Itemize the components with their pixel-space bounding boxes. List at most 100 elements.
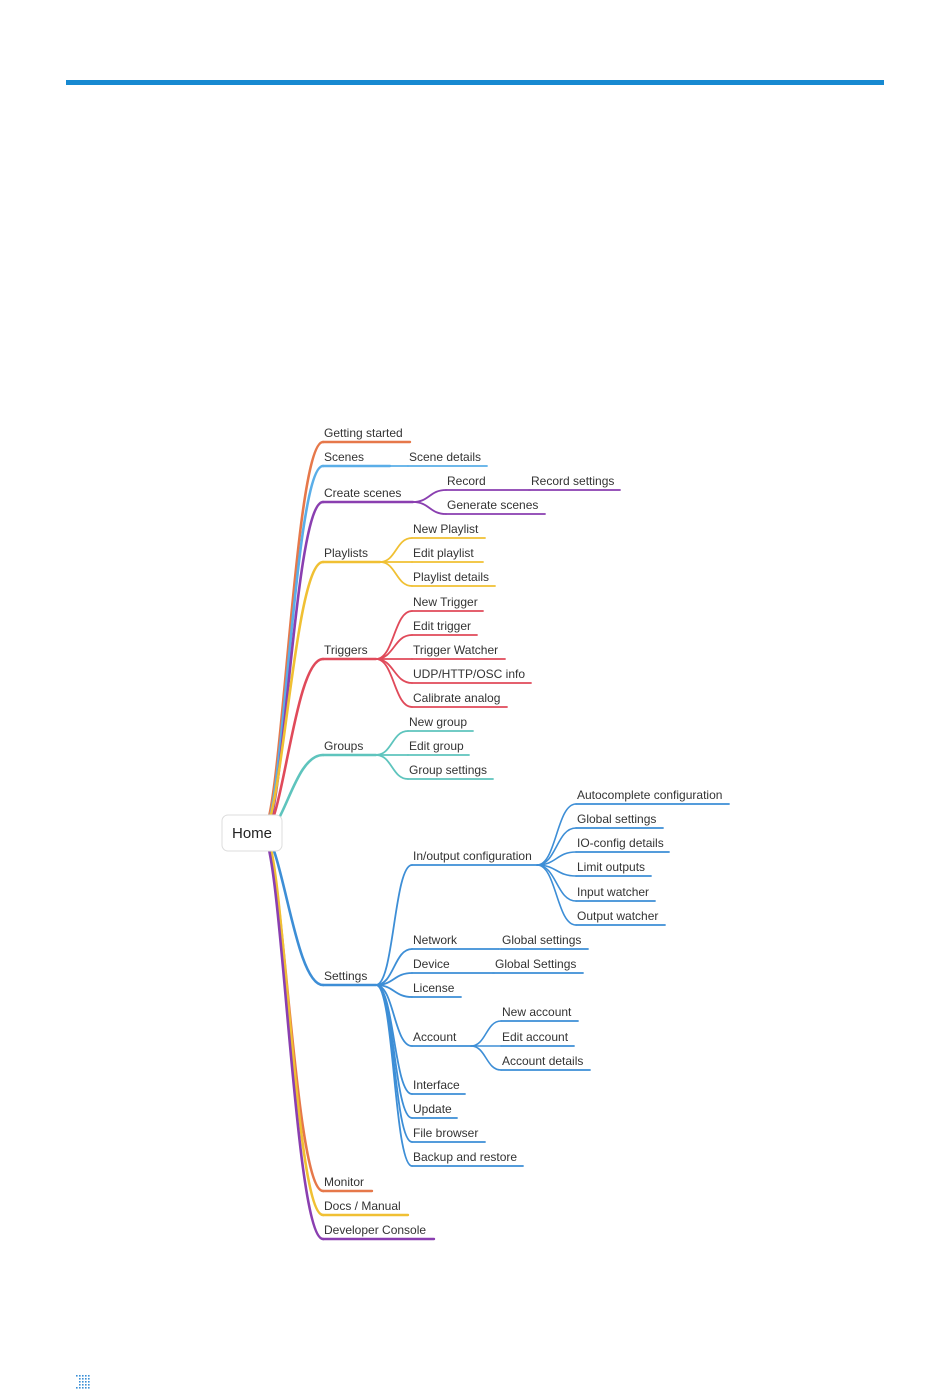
- node-edit-playlist[interactable]: Edit playlist: [411, 546, 484, 563]
- node-label: Scene details: [409, 450, 481, 464]
- node-license[interactable]: License: [411, 981, 462, 998]
- node-label: Edit trigger: [413, 619, 471, 633]
- node-file-browser[interactable]: File browser: [411, 1126, 486, 1143]
- node-autocomplete-configuration[interactable]: Autocomplete configuration: [575, 788, 730, 805]
- node-label: License: [413, 981, 455, 995]
- node-update[interactable]: Update: [411, 1102, 458, 1119]
- node-label: Scenes: [324, 450, 364, 464]
- node-label: Generate scenes: [447, 498, 538, 512]
- icon-dot: [76, 1375, 78, 1377]
- root-node-label: Home: [232, 825, 272, 842]
- node-triggers[interactable]: Triggers: [321, 643, 378, 661]
- node-label: Edit playlist: [413, 546, 474, 560]
- root-node-box: [221, 814, 283, 852]
- node-io-config-details[interactable]: IO-config details: [575, 836, 670, 853]
- icon-dot: [85, 1384, 87, 1386]
- node-label: Docs / Manual: [324, 1199, 401, 1213]
- icon-dot: [79, 1384, 81, 1386]
- node-udp-http-osc-info[interactable]: UDP/HTTP/OSC info: [411, 667, 532, 684]
- node-new-playlist[interactable]: New Playlist: [411, 522, 486, 539]
- node-developer-console[interactable]: Developer Console: [321, 1223, 436, 1241]
- node-record-settings[interactable]: Record settings: [529, 474, 621, 491]
- icon-dot: [85, 1378, 87, 1380]
- node-scenes[interactable]: Scenes: [321, 450, 392, 468]
- icon-dot: [85, 1387, 87, 1389]
- node-group-settings[interactable]: Group settings: [407, 763, 494, 780]
- node-input-watcher[interactable]: Input watcher: [575, 885, 656, 902]
- icon-dot: [82, 1375, 84, 1377]
- node-label: Calibrate analog: [413, 691, 500, 705]
- root-node[interactable]: Home: [221, 814, 283, 852]
- icon-dot: [79, 1387, 81, 1389]
- node-label: Getting started: [324, 426, 403, 440]
- node-new-trigger[interactable]: New Trigger: [411, 595, 484, 612]
- node-account[interactable]: Account: [411, 1030, 472, 1047]
- edge-create-scenes-generate-scenes: [412, 501, 447, 515]
- edge-settings-file-browser: [375, 984, 413, 1143]
- node-scene-details[interactable]: Scene details: [407, 450, 488, 467]
- icon-dot: [82, 1384, 84, 1386]
- node-global-settings-io[interactable]: Global settings: [575, 812, 664, 829]
- icon-dot: [88, 1378, 90, 1380]
- node-label: Output watcher: [577, 909, 658, 923]
- node-new-account[interactable]: New account: [500, 1005, 579, 1022]
- node-label: Monitor: [324, 1175, 364, 1189]
- node-interface[interactable]: Interface: [411, 1078, 466, 1095]
- node-new-group[interactable]: New group: [407, 715, 474, 732]
- node-label: Global Settings: [495, 957, 576, 971]
- node-label: Group settings: [409, 763, 487, 777]
- node-label: Autocomplete configuration: [577, 788, 722, 802]
- node-groups[interactable]: Groups: [321, 739, 378, 757]
- node-playlist-details[interactable]: Playlist details: [411, 570, 496, 587]
- icon-dot: [79, 1378, 81, 1380]
- node-label: Record: [447, 474, 486, 488]
- node-label: New Trigger: [413, 595, 478, 609]
- node-io-configuration[interactable]: In/output configuration: [411, 849, 538, 866]
- node-limit-outputs[interactable]: Limit outputs: [575, 860, 652, 877]
- node-label: IO-config details: [577, 836, 664, 850]
- node-monitor[interactable]: Monitor: [321, 1175, 374, 1193]
- node-device[interactable]: Device: [411, 957, 494, 974]
- node-label: Playlist details: [413, 570, 489, 584]
- node-label: Device: [413, 957, 450, 971]
- node-edit-trigger[interactable]: Edit trigger: [411, 619, 478, 636]
- node-create-scenes[interactable]: Create scenes: [321, 486, 415, 504]
- edge-groups-group-settings: [375, 754, 409, 780]
- node-global-settings-network[interactable]: Global settings: [500, 933, 589, 950]
- edge-root-monitor: [261, 831, 325, 1193]
- node-generate-scenes[interactable]: Generate scenes: [445, 498, 546, 515]
- icon-dot: [85, 1375, 87, 1377]
- node-edit-account[interactable]: Edit account: [500, 1030, 575, 1047]
- node-backup-and-restore[interactable]: Backup and restore: [411, 1150, 524, 1167]
- node-calibrate-analog[interactable]: Calibrate analog: [411, 691, 508, 708]
- node-output-watcher[interactable]: Output watcher: [575, 909, 666, 926]
- node-label: Input watcher: [577, 885, 649, 899]
- node-account-details[interactable]: Account details: [500, 1054, 591, 1071]
- node-label: Network: [413, 933, 458, 947]
- node-playlists[interactable]: Playlists: [321, 546, 382, 564]
- node-edit-group[interactable]: Edit group: [407, 739, 470, 756]
- node-label: Account: [413, 1030, 457, 1044]
- node-label: New account: [502, 1005, 572, 1019]
- node-label: Playlists: [324, 546, 368, 560]
- node-label: Trigger Watcher: [413, 643, 498, 657]
- edge-root-getting-started: [260, 440, 325, 835]
- node-record[interactable]: Record: [445, 474, 530, 491]
- node-network[interactable]: Network: [411, 933, 500, 950]
- top-rule: [66, 80, 884, 85]
- node-label: Account details: [502, 1054, 583, 1068]
- node-label: Backup and restore: [413, 1150, 517, 1164]
- node-settings[interactable]: Settings: [321, 969, 378, 987]
- edge-create-scenes-record: [412, 489, 447, 503]
- icon-dot: [85, 1381, 87, 1383]
- node-global-settings-device[interactable]: Global Settings: [493, 957, 584, 974]
- edge-groups-new-group: [375, 730, 409, 756]
- node-trigger-watcher[interactable]: Trigger Watcher: [411, 643, 506, 660]
- node-label: New Playlist: [413, 522, 479, 536]
- node-label: New group: [409, 715, 467, 729]
- node-docs-manual[interactable]: Docs / Manual: [321, 1199, 410, 1217]
- node-getting-started[interactable]: Getting started: [321, 426, 412, 444]
- edge-settings-backup-and-restore: [375, 984, 413, 1167]
- icon-dot: [82, 1378, 84, 1380]
